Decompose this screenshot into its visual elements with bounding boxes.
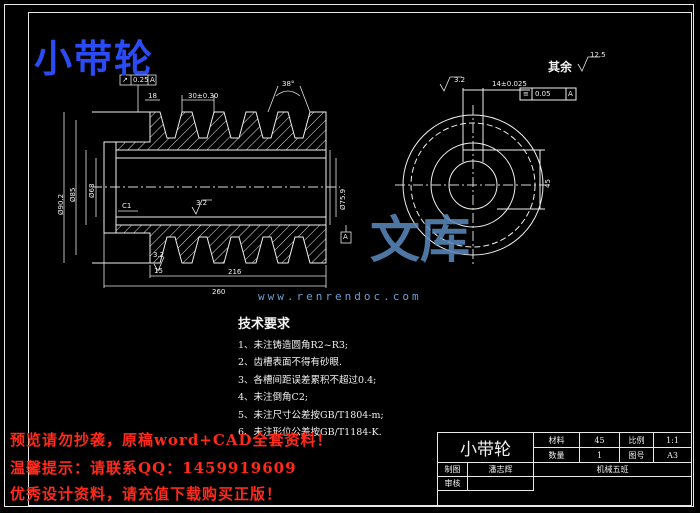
datum-a: A	[343, 233, 348, 241]
keyway-sym-datum: A	[568, 90, 573, 98]
tb-material-value: 45	[580, 433, 620, 448]
tb-school: 机械五班	[534, 463, 691, 477]
dim-outer-dia: Ø90.2	[57, 193, 65, 215]
warning-line-1: 预览请勿抄袭，原稿word+CAD全套资料！	[10, 431, 333, 449]
tb-material-label: 材料	[534, 433, 580, 448]
watermark-brand: 文库	[370, 210, 470, 269]
dim-root-dia: Ø68	[88, 183, 96, 198]
drawing-border-inner	[28, 12, 692, 506]
note-item: 5、未注尺寸公差按GB/T1804-m;	[238, 409, 384, 421]
section-view	[92, 111, 340, 264]
roughness-key: 3.2	[454, 76, 466, 84]
technical-requirements: 技术要求 1、未注铸造圆角R2~R3; 2、齿槽表面不得有砂眼. 3、各槽间距误…	[238, 316, 384, 442]
note-item: 1、未注铸造圆角R2~R3;	[238, 339, 349, 351]
tb-qty-value: 1	[580, 448, 620, 463]
tb-drawn-label: 制图	[438, 463, 468, 477]
dim-260: 260	[212, 288, 226, 296]
warning-line-2: 温馨提示：请联系QQ：1459919609	[10, 459, 297, 477]
drawing-title: 小带轮	[34, 36, 155, 81]
title-block: 小带轮 材料 45 比例 1:1 数量 1 图号 A3 制图 潘志辉 机械五班 …	[437, 432, 692, 506]
chamfer-label: C1	[122, 202, 132, 210]
tb-drawing-no-value: A3	[654, 448, 691, 463]
tb-scale-value: 1:1	[654, 433, 691, 448]
watermark-url: www.renrendoc.com	[258, 290, 422, 303]
runout-datum: A	[150, 76, 155, 84]
side-view	[395, 87, 577, 265]
roughness-bore: 3.2	[196, 199, 208, 207]
notes-title: 技术要求	[238, 317, 291, 332]
dim-216: 216	[228, 268, 242, 276]
dim-keyway-depth: 45	[544, 179, 552, 188]
note-item: 3、各槽间距误差累积不超过0.4;	[238, 374, 377, 386]
runout-value: 0.25	[133, 76, 149, 84]
others-roughness-label: 其余	[548, 60, 573, 74]
drawing-border-outer	[4, 4, 694, 507]
runout-symbol: ↗	[122, 76, 128, 84]
others-roughness-value: 12.5	[590, 51, 606, 59]
tb-qty-label: 数量	[534, 448, 580, 463]
tb-check-label: 审核	[438, 477, 468, 491]
note-item: 6、未注形位公差按GB/T1184-K.	[238, 427, 382, 438]
dim-groove-angle: 38°	[282, 80, 295, 88]
bottom-teeth-section	[115, 224, 327, 264]
note-item: 2、齿槽表面不得有砂眼.	[238, 357, 343, 368]
top-teeth-section	[115, 111, 327, 151]
dim-pitch-dia: Ø85	[69, 187, 77, 202]
keyway-sym-value: 0.05	[535, 90, 551, 98]
dim-bore-dia: Ø75.9	[339, 188, 347, 210]
section-dimensions	[63, 56, 600, 288]
roughness-left: 3.2	[153, 251, 165, 259]
tb-drawing-no-label: 图号	[620, 448, 654, 463]
dim-groove-pitch: 30±0.30	[188, 92, 219, 100]
note-item: 4、未注倒角C2;	[238, 392, 309, 403]
dim-18: 18	[148, 92, 157, 100]
tb-scale-label: 比例	[620, 433, 654, 448]
tb-check-value	[468, 477, 534, 491]
dim-keyway-width: 14±0.025	[492, 80, 527, 88]
sym-symbol: ≡	[523, 90, 529, 98]
warning-line-3: 优秀设计资料，请充值下载购买正版！	[10, 485, 283, 503]
dim-15: 15	[154, 267, 163, 275]
tb-part-name: 小带轮	[438, 433, 534, 463]
tb-drawn-value: 潘志辉	[468, 463, 534, 477]
